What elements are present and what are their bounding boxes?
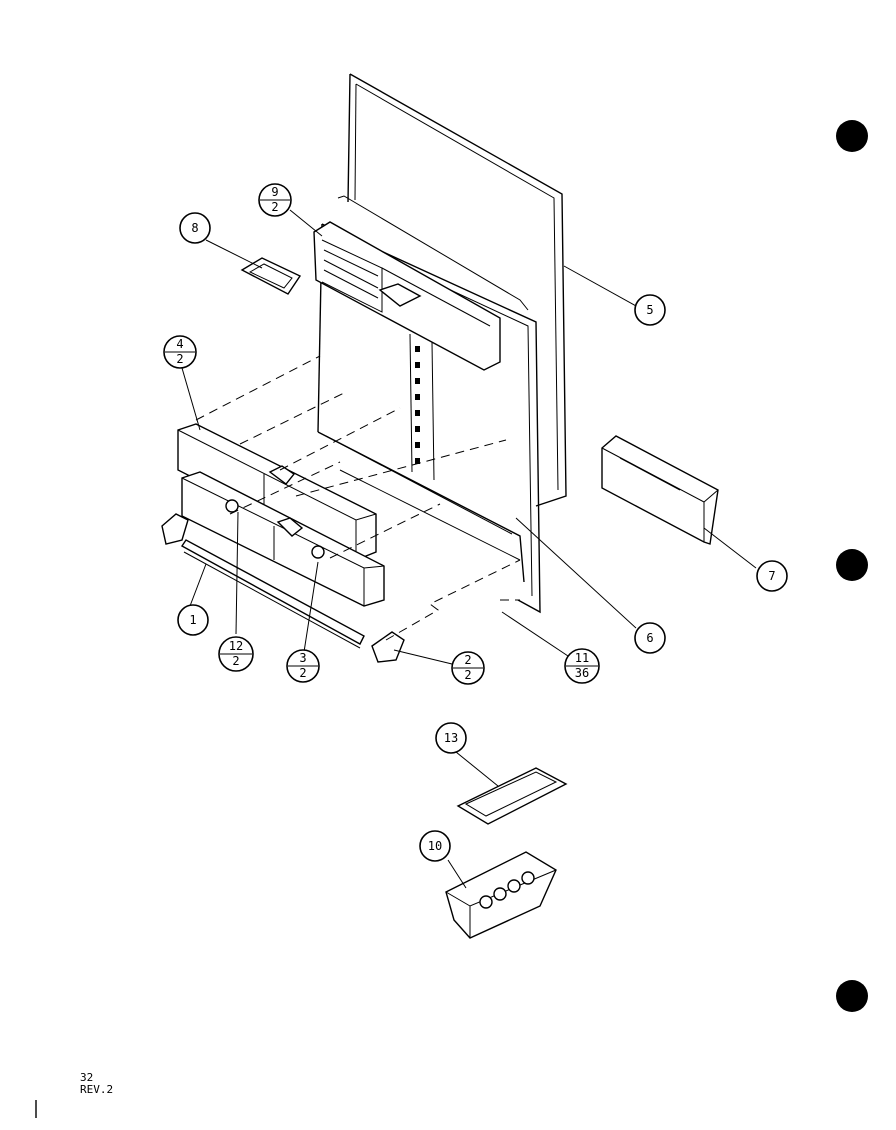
callout-3-2-top: 3 xyxy=(299,651,306,665)
callout-7: 7 xyxy=(756,560,788,592)
revision-label: REV.2 xyxy=(80,1083,114,1096)
callout-9-2-top: 9 xyxy=(271,185,278,199)
binder-hole-bottom xyxy=(836,980,868,1012)
door-shelf-lower xyxy=(181,471,385,607)
callout-4-2-bottom: 2 xyxy=(176,352,183,366)
page-footer: 32 REV.2 xyxy=(80,1072,113,1096)
callout-4-2-top: 4 xyxy=(176,337,183,351)
part-13-bin-cover xyxy=(456,767,568,825)
door-gasket xyxy=(347,73,567,507)
callout-4-2: 4 2 xyxy=(163,335,197,369)
callout-6-number: 6 xyxy=(646,631,653,645)
part-1-trim-bar xyxy=(180,539,365,649)
callout-12-2-bottom: 2 xyxy=(232,654,239,668)
callout-13: 13 xyxy=(435,722,467,754)
part-10-bin xyxy=(445,851,557,939)
callout-2-2-top: 2 xyxy=(464,653,471,667)
callout-2-2-bottom: 2 xyxy=(464,668,471,682)
assembly-lines xyxy=(195,355,521,641)
callout-3-2-bottom: 2 xyxy=(299,666,306,680)
callout-1: 1 xyxy=(177,604,209,636)
callout-13-number: 13 xyxy=(444,731,458,745)
dairy-compartment xyxy=(313,221,501,371)
callout-9-2-bottom: 2 xyxy=(271,200,278,214)
callout-8-number: 8 xyxy=(191,221,198,235)
callout-8: 8 xyxy=(179,212,211,244)
callout-10-number: 10 xyxy=(428,839,442,853)
page-number: 32 xyxy=(80,1071,94,1084)
callout-7-number: 7 xyxy=(768,569,775,583)
callout-12-2-top: 12 xyxy=(229,639,243,653)
part-7-door-panel xyxy=(601,435,719,545)
binder-hole-top xyxy=(836,120,868,152)
callout-9-2: 9 2 xyxy=(258,183,292,217)
callout-11-36-bottom: 36 xyxy=(575,666,589,680)
callout-5: 5 xyxy=(634,294,666,326)
part-2-end-caps xyxy=(161,513,405,663)
callout-5-number: 5 xyxy=(646,303,653,317)
callout-6: 6 xyxy=(634,622,666,654)
callout-1-number: 1 xyxy=(189,613,196,627)
leader-lines xyxy=(181,209,757,889)
shelf-rail xyxy=(409,333,435,481)
callout-2-2: 2 2 xyxy=(451,651,485,685)
callout-10: 10 xyxy=(419,830,451,862)
callout-11-36-top: 11 xyxy=(575,651,589,665)
binder-hole-middle xyxy=(836,549,868,581)
part-8-butter-dish xyxy=(240,257,302,295)
callout-12-2: 12 2 xyxy=(218,636,254,672)
callout-3-2: 3 2 xyxy=(286,649,320,683)
callout-11-36: 11 36 xyxy=(564,648,600,684)
